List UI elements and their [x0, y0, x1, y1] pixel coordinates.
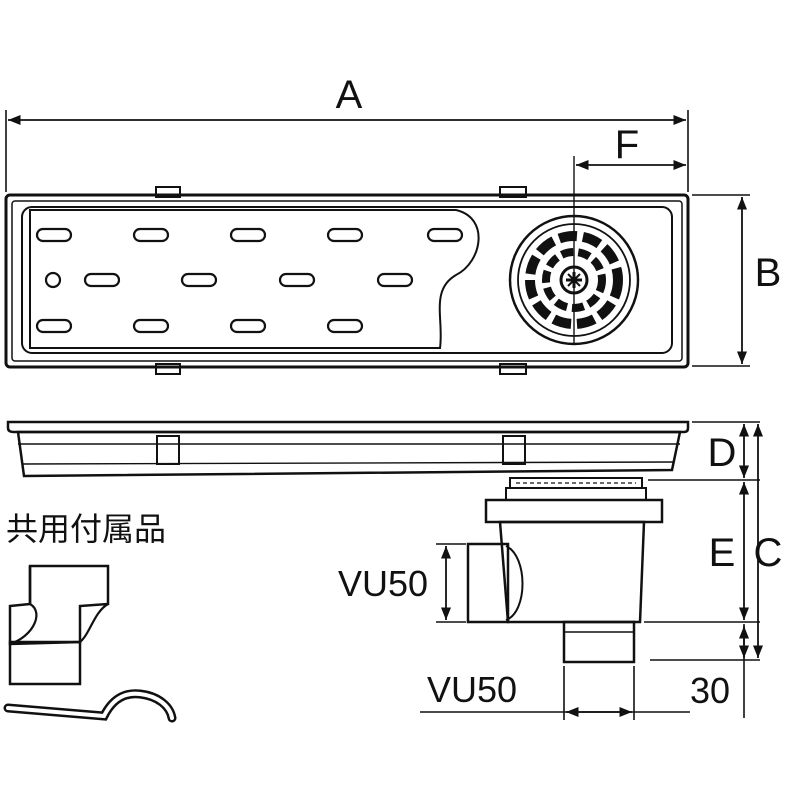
top-view — [4, 156, 690, 375]
label-f: F — [615, 123, 639, 167]
bottom-tab-right — [499, 363, 527, 375]
label-b: B — [755, 251, 782, 295]
dimension-offset: 30 — [650, 624, 760, 718]
dimension-c: C — [752, 424, 783, 658]
label-e: E — [709, 531, 736, 575]
dimension-vu50-side: VU50 — [338, 543, 466, 623]
dimension-b: B — [692, 194, 782, 367]
label-vu50-side: VU50 — [338, 563, 428, 604]
top-tab-right — [499, 186, 527, 198]
label-d: D — [708, 431, 737, 475]
label-vu50-bottom: VU50 — [427, 669, 517, 710]
top-tab-left — [155, 186, 181, 198]
lifting-hook-icon — [3, 689, 177, 723]
dimension-a: A — [5, 73, 689, 192]
cover-slots — [35, 227, 464, 334]
frame-outline — [4, 193, 690, 369]
offset-adapter-icon — [8, 564, 110, 686]
accessories-label: 共用付属品 — [6, 510, 166, 548]
bottom-tab-left — [155, 363, 181, 375]
dimension-f: F — [576, 123, 686, 171]
dimension-vu50-bottom: VU50 — [420, 666, 690, 720]
label-offset: 30 — [690, 670, 730, 711]
perforated-cover — [29, 209, 480, 349]
label-a: A — [336, 73, 363, 117]
side-view — [6, 420, 690, 664]
label-c: C — [754, 531, 783, 575]
frame-inner-edge — [11, 200, 683, 362]
drain-pocket — [21, 206, 673, 354]
dimension-e: E — [644, 482, 760, 623]
dimension-d: D — [648, 421, 760, 481]
accessories: 共用付属品 — [3, 510, 177, 723]
